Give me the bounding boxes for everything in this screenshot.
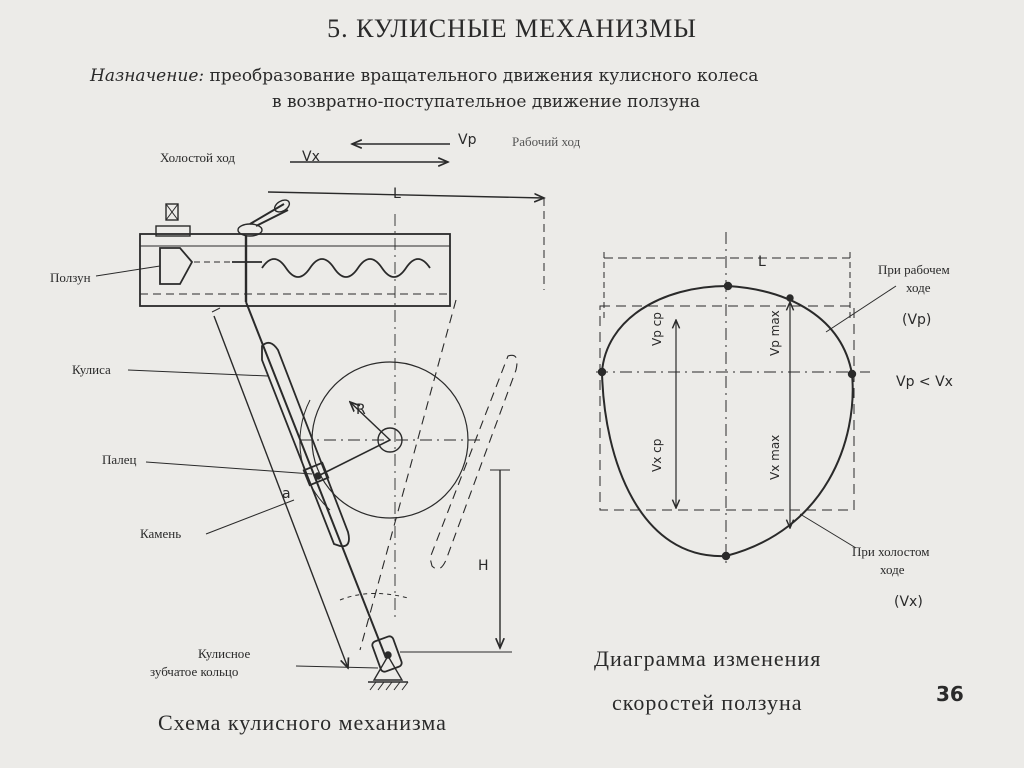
angle-label: a (282, 486, 291, 502)
vp-label: Vр (458, 132, 477, 148)
idle-stroke-label: Холостой ход (160, 150, 235, 165)
swing-dimension-tick (211, 307, 221, 313)
pin-label: Палец (102, 452, 137, 467)
working-stroke-label: Рабочий ход (512, 134, 581, 149)
crank-pin-arm (317, 439, 391, 477)
purpose-label: Назначение: (90, 66, 205, 86)
purpose-text-2: в возвратно-поступательное движение полз… (272, 92, 701, 112)
rocker-link (245, 301, 387, 659)
idle-note-2: ходе (880, 562, 905, 577)
idle-note-leader (799, 513, 857, 549)
working-note-1: При рабочем (878, 262, 950, 277)
tool-box-cross-2 (165, 203, 179, 221)
crank-pin (314, 472, 322, 480)
curve-point-left (597, 367, 607, 377)
handle-knob (273, 199, 291, 213)
height-label: H (478, 558, 489, 574)
wavy-slot (261, 258, 431, 278)
slider-label: Ползун (50, 270, 91, 285)
diagram-caption-2: скоростей ползуна (612, 690, 803, 715)
length-label: L (393, 186, 401, 202)
stone-label: Камень (140, 526, 182, 541)
swing-angle-arc (339, 592, 409, 601)
velocity-curve (600, 284, 854, 558)
purpose-line-1: Назначение: преобразование вращательного… (90, 66, 758, 86)
diagram-length-label: L (758, 254, 766, 270)
rocker-stone (302, 461, 330, 487)
ring-label-1: Кулисное (198, 646, 251, 661)
rocker-pivot-block (371, 635, 403, 673)
vx-label: Vx (302, 149, 320, 165)
rocker-leader (127, 369, 269, 377)
mechanism-caption: Схема кулисного механизма (158, 710, 447, 735)
machine-table (139, 233, 451, 307)
working-note-leader (825, 285, 897, 333)
stone-leader (205, 499, 295, 535)
swing-dimension (213, 315, 348, 668)
speed-relation: Vр < Vx (896, 374, 953, 390)
extreme-position-line (359, 299, 457, 651)
extreme-rocker-slot (429, 354, 518, 570)
ring-leader (295, 665, 379, 669)
pin-leader (145, 461, 313, 475)
page-title: 5. КУЛИСНЫЕ МЕХАНИЗМЫ (327, 14, 697, 43)
purpose-text-1: преобразование вращательного движения ку… (209, 66, 759, 86)
idle-note-1: При холостом (852, 544, 930, 559)
ring-label-2: зубчатое кольцо (150, 664, 239, 679)
length-dimension (267, 191, 544, 198)
ground-hatch (369, 681, 409, 691)
diagram-caption-1: Диаграмма изменения (594, 646, 822, 671)
page-number: 36 (936, 682, 964, 706)
working-symbol: (Vр) (902, 312, 932, 328)
handle-lever (249, 203, 289, 227)
radius-label: R (356, 402, 366, 418)
curve-point-right (847, 369, 857, 379)
slider-leader (95, 265, 161, 277)
idle-symbol: (Vx) (894, 594, 923, 610)
pivot-support (372, 654, 404, 681)
gear-hub (377, 427, 403, 453)
diagram-bounding-box (599, 305, 855, 511)
curve-point-vp-max (786, 294, 794, 302)
curve-point-top (723, 281, 733, 291)
tool-holder (155, 225, 191, 237)
link-label: Кулиса (72, 362, 111, 377)
slider-block (159, 247, 194, 285)
rocker-slot (261, 341, 350, 548)
curve-point-bottom (721, 551, 731, 561)
tool-box (165, 203, 179, 221)
working-note-2: ходе (906, 280, 931, 295)
radius-arrow (350, 402, 391, 441)
